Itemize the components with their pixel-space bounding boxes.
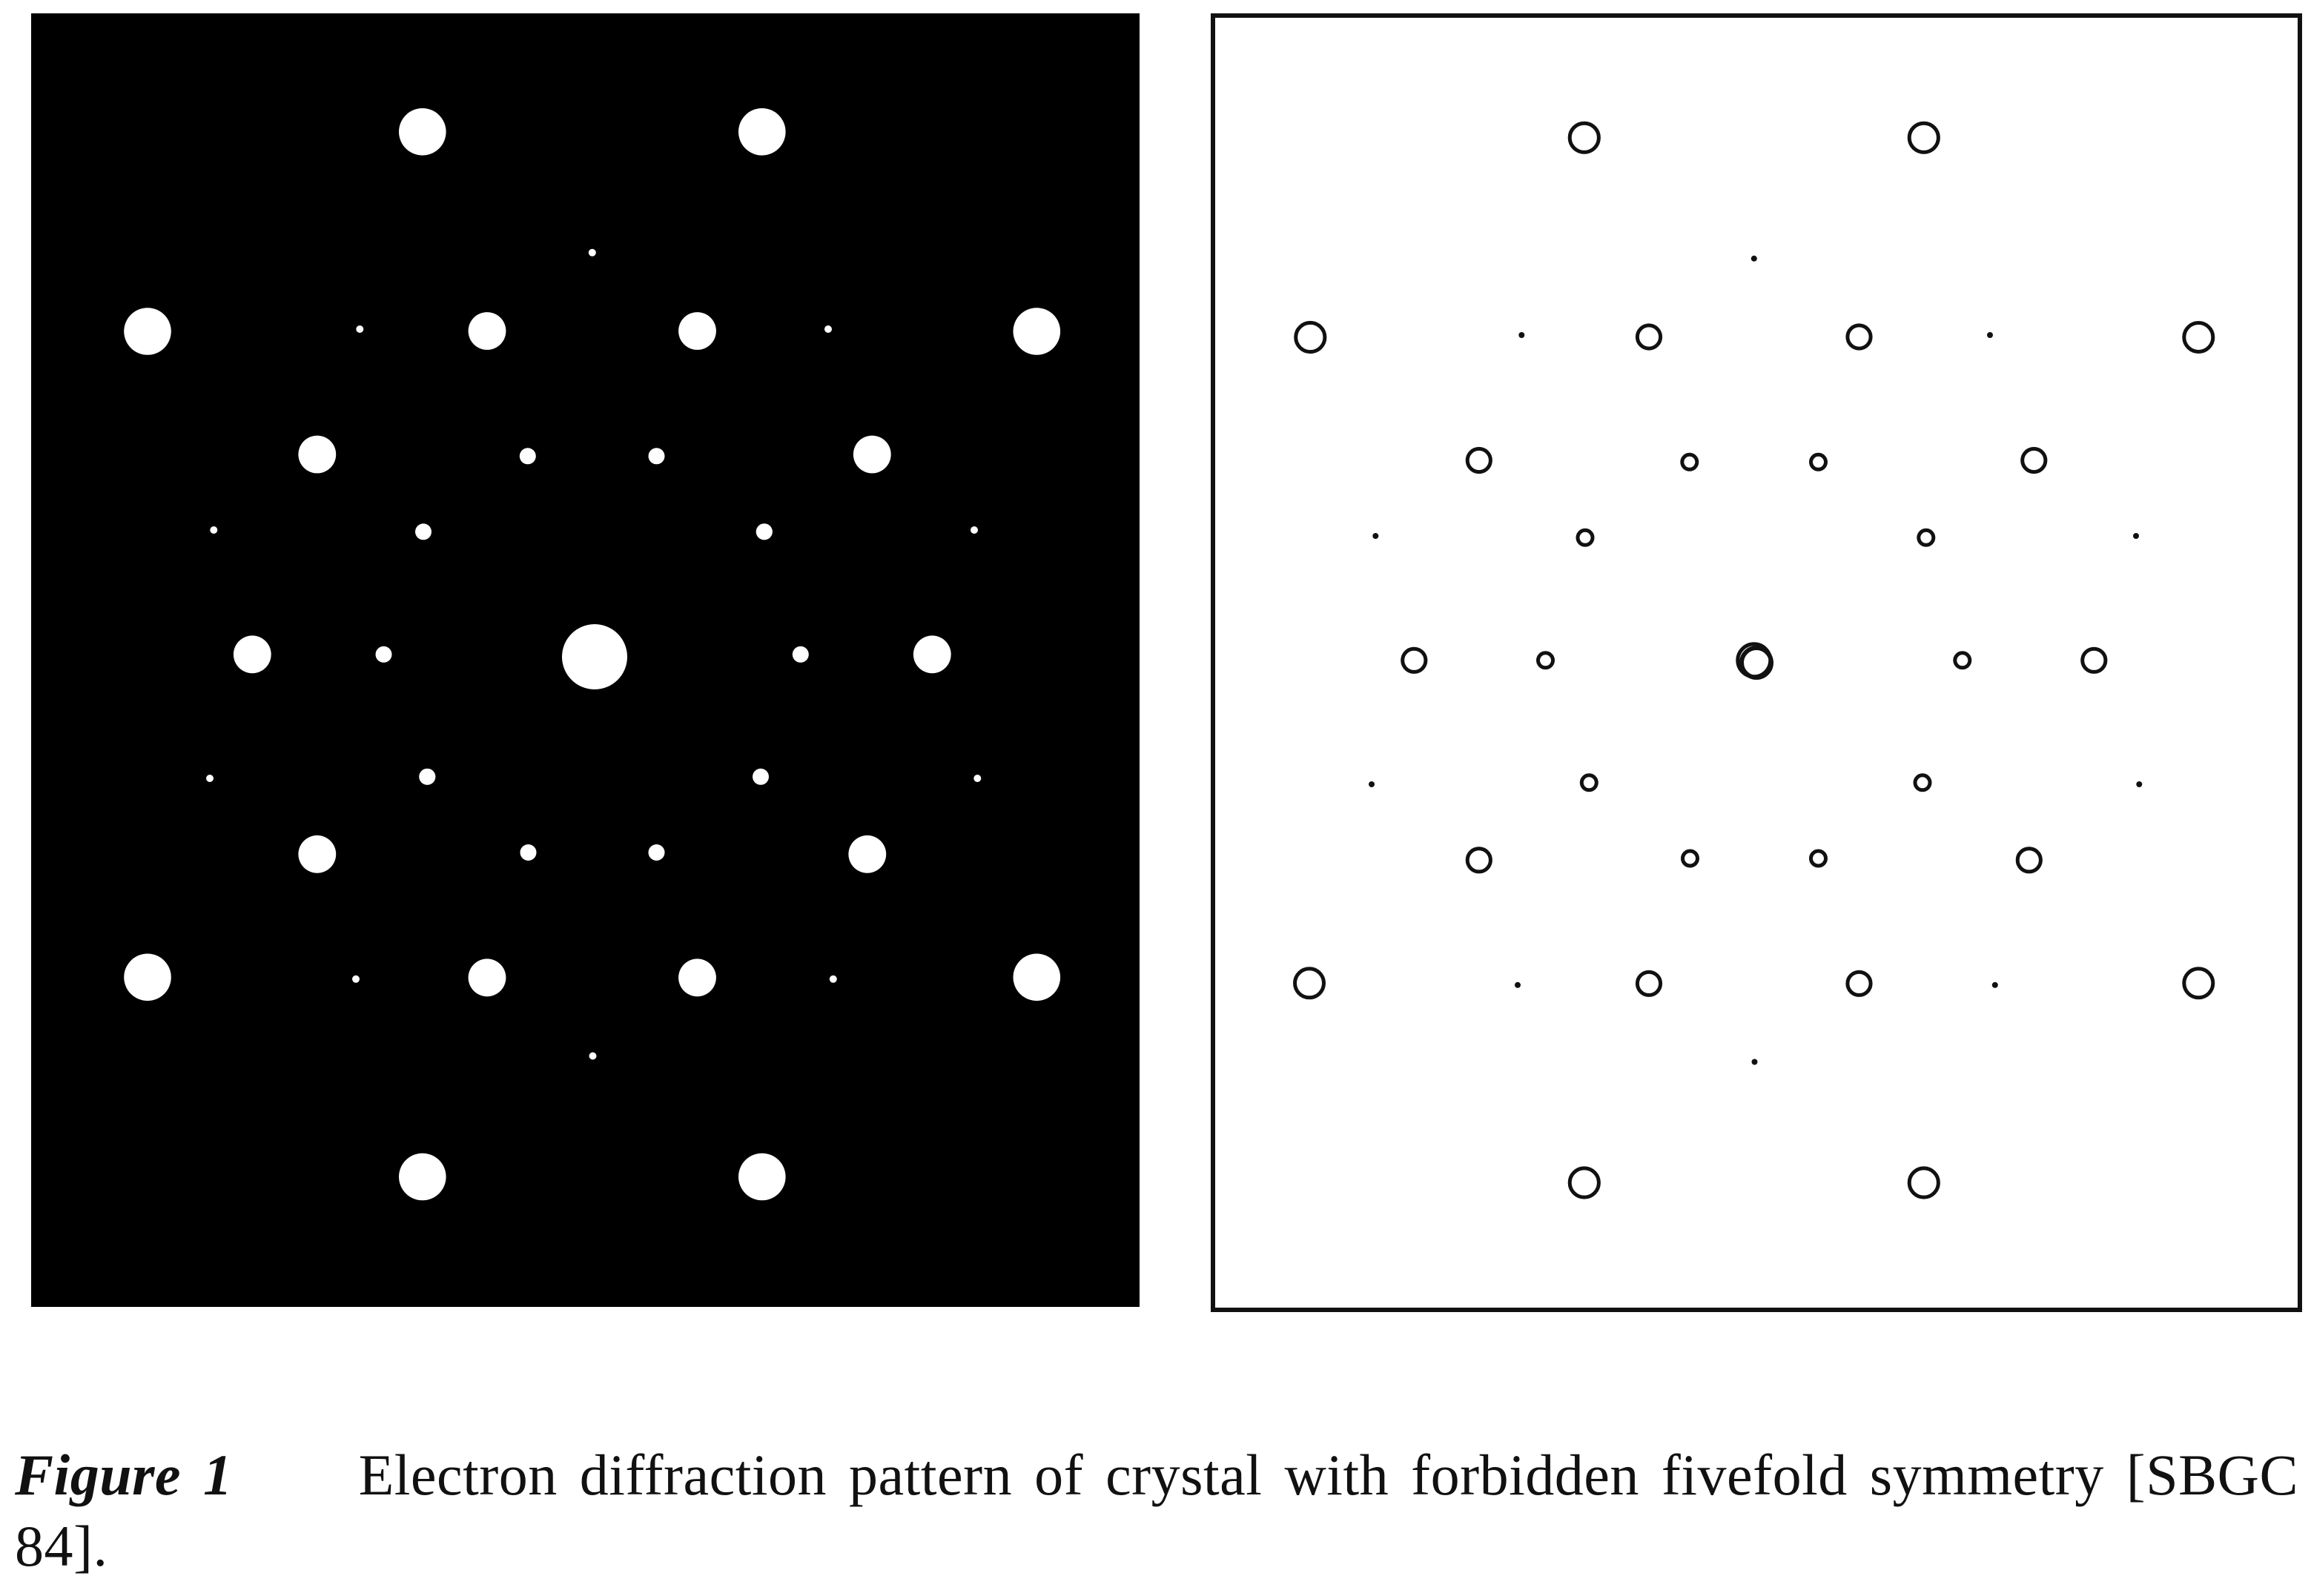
diffraction-spot-14 [971,526,978,534]
schematic-open-circle-20 [1953,651,1972,670]
diffraction-spot-28 [298,835,337,873]
diffraction-spot-23 [753,768,769,785]
diffraction-spot-34 [352,975,360,983]
schematic-open-circle-5 [1635,323,1663,351]
diffraction-spot-24 [206,775,214,782]
diffraction-spot-4 [824,325,832,333]
diffraction-photograph [31,13,1140,1307]
schematic-open-circle-11 [1680,452,1699,471]
schematic-open-circle-10 [2020,446,2048,474]
diffraction-spot-22 [419,768,436,785]
schematic-open-circle-0 [1567,121,1601,154]
schematic-open-circle-15 [1576,528,1595,547]
schematic-small-dot-2 [1750,255,1757,262]
diffraction-spot-31 [1013,953,1061,1001]
diffraction-spot-27 [648,844,665,861]
schematic-open-circle-7 [1294,320,1327,354]
schematic-small-dot-36 [1751,1059,1758,1065]
diffraction-spot-16 [756,523,773,540]
diffraction-spot-5 [468,312,506,350]
diffraction-spot-7 [124,308,171,355]
schematic-open-circle-6 [1845,323,1873,351]
diffraction-spot-37 [399,1153,446,1201]
schematic-small-dot-25 [2136,781,2143,787]
schematic-small-dot-13 [1372,533,1379,539]
diffraction-spot-10 [853,435,891,474]
diffraction-spot-6 [678,312,716,350]
diffraction-spot-11 [519,448,536,465]
diffraction-spot-33 [678,958,716,997]
schematic-open-circle-31 [2182,967,2215,1000]
figure-label: Figure 1 [15,1443,233,1507]
figure-caption-text: Electron diffraction pattern of crystal … [15,1443,2298,1578]
schematic-open-circle-27 [1809,849,1828,868]
central-beam-spot [562,624,627,689]
schematic-open-circle-9 [1465,446,1492,474]
schematic-small-dot-34 [1515,981,1521,988]
schematic-open-circle-12 [1809,452,1828,471]
diffraction-spot-26 [520,844,537,861]
schematic-open-circle-33 [1845,970,1873,997]
diffraction-spot-9 [298,435,337,474]
schematic-small-dot-35 [1991,981,1998,988]
diffraction-spot-35 [829,975,837,983]
diffraction-spot-25 [973,775,982,782]
schematic-small-dot-3 [1518,332,1525,338]
diffraction-spot-20 [792,646,809,663]
diffraction-schematic-spots [1293,121,2215,1199]
schematic-open-circle-21 [2080,646,2108,674]
diffraction-photograph-spots [124,108,1061,1201]
schematic-open-circle-38 [1907,1166,1940,1199]
diffraction-schematic [1211,13,2302,1312]
diffraction-spot-32 [468,958,506,997]
diffraction-spot-13 [210,526,218,534]
schematic-open-circle-1 [1907,121,1940,154]
schematic-central-circle [1739,646,1773,680]
diffraction-spot-38 [738,1153,786,1201]
diffraction-spot-21 [913,635,951,674]
schematic-open-circle-23 [1913,773,1932,792]
diffraction-spot-12 [648,448,665,465]
diffraction-spot-1 [738,108,786,156]
diffraction-spot-0 [399,108,446,156]
diffraction-spot-18 [375,646,392,663]
schematic-open-circle-22 [1579,773,1598,792]
schematic-open-circle-16 [1917,528,1936,547]
schematic-open-circle-30 [1293,967,1326,1000]
diffraction-spot-29 [848,835,887,873]
schematic-open-circle-37 [1567,1166,1601,1199]
diffraction-spot-17 [233,635,271,674]
schematic-open-circle-17 [1401,646,1428,674]
diffraction-spot-8 [1013,308,1061,355]
schematic-small-dot-14 [2133,533,2139,539]
schematic-small-dot-24 [1369,781,1375,787]
schematic-open-circle-28 [1465,847,1492,874]
diffraction-spot-15 [415,523,432,540]
diffraction-spot-3 [356,325,364,333]
diffraction-spot-30 [124,953,171,1001]
schematic-small-dot-4 [1987,332,1993,338]
schematic-open-circle-8 [2182,321,2215,354]
diffraction-spot-2 [588,248,596,256]
schematic-open-circle-29 [2015,847,2043,874]
schematic-open-circle-32 [1635,970,1663,997]
diffraction-spot-36 [589,1052,597,1060]
schematic-open-circle-18 [1536,651,1555,670]
schematic-open-circle-26 [1681,849,1699,868]
